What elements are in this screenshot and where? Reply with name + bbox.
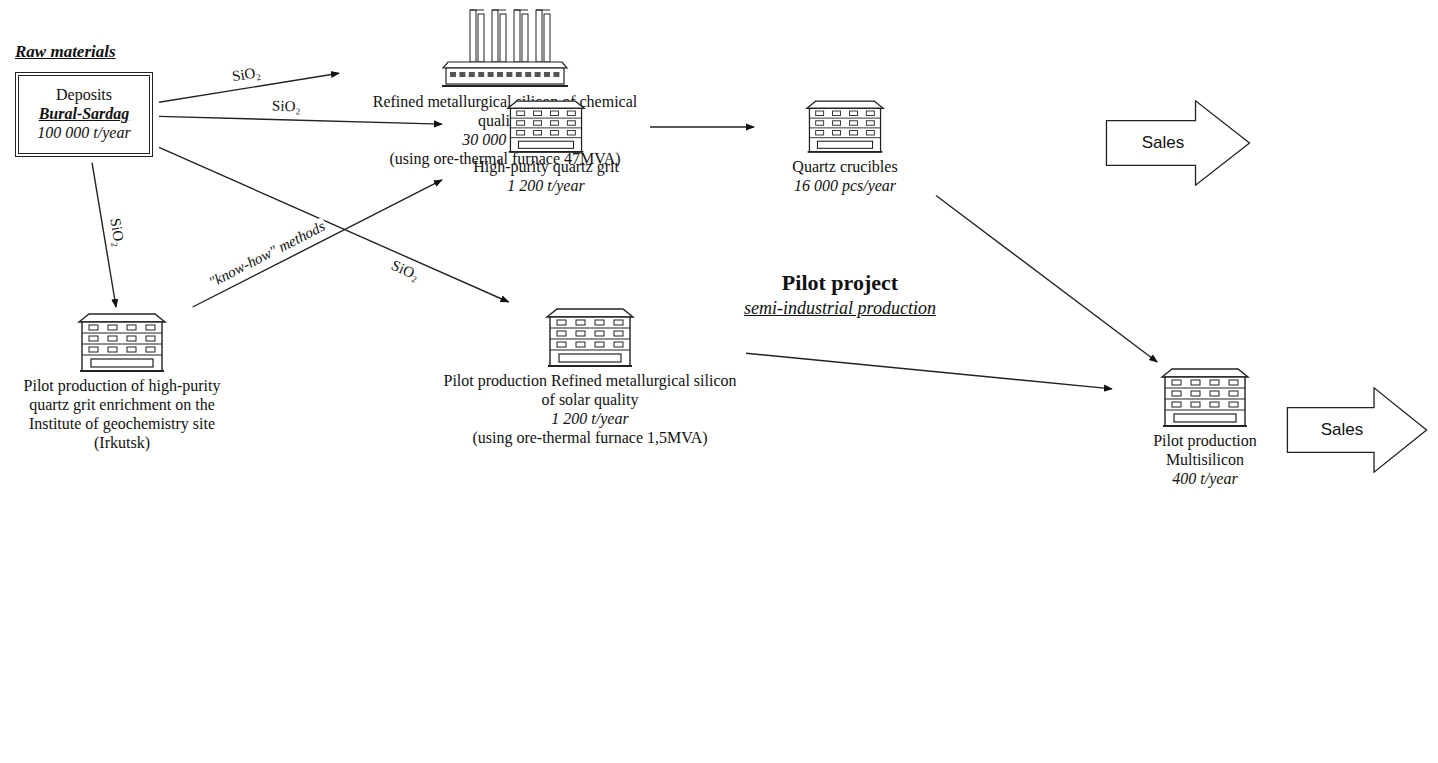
flow-arrow (159, 147, 509, 302)
node-title: Sales (1321, 420, 1364, 440)
edge-label: SiO₂ (270, 98, 303, 115)
factory-icon (440, 4, 570, 89)
project-subtitle: semi-industrial production (744, 298, 936, 319)
facility-node: Pilot production Multisilicon400 t/year (1118, 368, 1292, 489)
project-title: Pilot project (782, 270, 898, 296)
flow-arrow (746, 353, 1112, 389)
building-icon (805, 100, 885, 154)
node-title: Refined metallurgical silicon of chemica… (345, 93, 665, 131)
node-detail: Bural-Sardag (39, 105, 130, 124)
node-detail: 100 000 t/year (37, 124, 130, 143)
flow-arrow (936, 196, 1157, 362)
node-title: Sales (1142, 133, 1185, 153)
facility-node: Pilot production of high-purity quartz g… (6, 313, 238, 453)
flow-arrow (193, 180, 442, 307)
building-icon (545, 308, 635, 368)
node-detail: (using ore-thermal furnace 1,5MVA) (472, 429, 707, 448)
node-detail: 16 000 pcs/year (794, 177, 896, 196)
node-title: Pilot production Refined metallurgical s… (440, 372, 740, 410)
building-icon (506, 100, 586, 154)
facility-node: Quartz crucibles16 000 pcs/year (760, 100, 930, 196)
facility-node: Pilot production Refined metallurgical s… (440, 308, 740, 448)
edge-label: "know-how" methods (204, 217, 329, 292)
building-icon (77, 313, 167, 373)
edge-label: SiO₂ (107, 215, 129, 250)
edge-label: SiO₂ (229, 64, 264, 85)
source-box: DepositsBural-Sardag100 000 t/year (15, 72, 153, 157)
node-title: Pilot production Multisilicon (1118, 432, 1292, 470)
section-heading: Raw materials (15, 42, 116, 62)
sales-arrow: Sales (1105, 100, 1251, 186)
node-title: Pilot production of high-purity quartz g… (6, 377, 238, 453)
flow-arrow (159, 116, 442, 124)
node-title: Quartz crucibles (792, 158, 897, 177)
node-detail: 400 t/year (1172, 470, 1237, 489)
edge-label: SiO₂ (387, 256, 423, 284)
node-title: Deposits (56, 86, 112, 105)
node-detail: 1 200 t/year (551, 410, 628, 429)
facility-node: Refined metallurgical silicon of chemica… (345, 4, 665, 169)
node-detail: 1 200 t/year (507, 177, 584, 196)
sales-arrow: Sales (1286, 387, 1428, 473)
node-title: High-purity quartz grit (473, 158, 619, 177)
flow-arrow (650, 126, 754, 127)
building-icon (1160, 368, 1250, 428)
facility-node: High-purity quartz grit1 200 t/year (448, 100, 644, 196)
